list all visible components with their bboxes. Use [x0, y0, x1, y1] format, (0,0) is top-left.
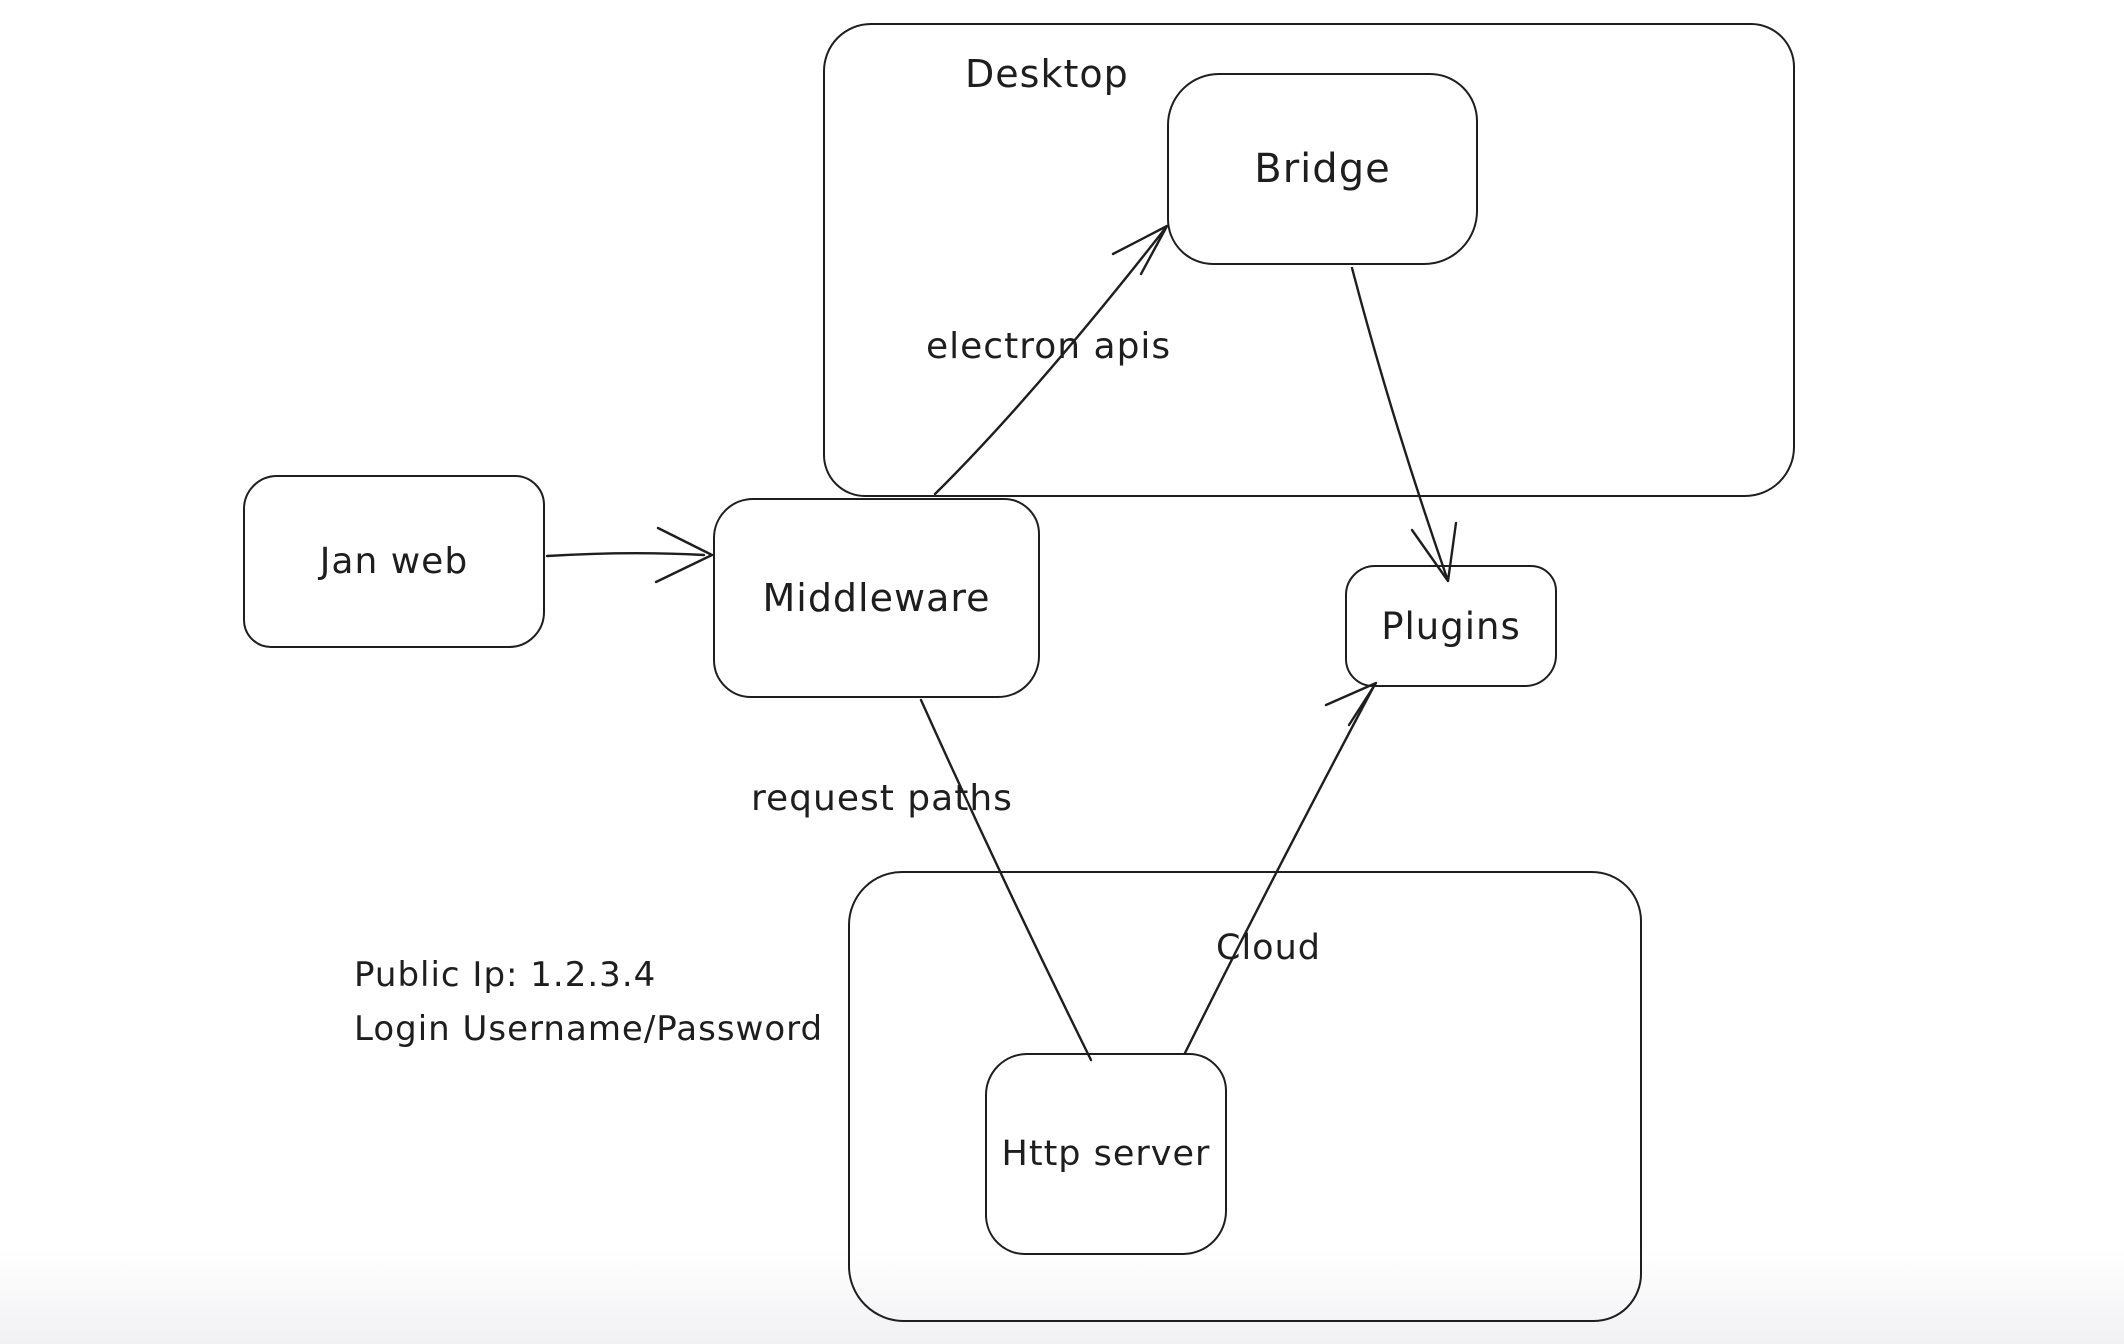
edge-janweb-middleware-line: [545, 552, 706, 558]
credentials-note[interactable]: Public Ip: 1.2.3.4 Login Username/Passwo…: [354, 948, 823, 1056]
public-ip-text: Public Ip: 1.2.3.4: [354, 955, 657, 995]
desktop-container[interactable]: [823, 23, 1795, 497]
node-bridge[interactable]: Bridge: [1167, 73, 1478, 265]
node-plugins-label: Plugins: [1381, 604, 1521, 648]
node-jan-web-label: Jan web: [319, 541, 469, 582]
edge-label-electron-apis[interactable]: electron apis: [926, 326, 1172, 367]
node-http-server-label: Http server: [1001, 1134, 1211, 1174]
desktop-container-label[interactable]: Desktop: [965, 52, 1129, 96]
node-plugins[interactable]: Plugins: [1345, 565, 1557, 687]
node-middleware[interactable]: Middleware: [713, 498, 1040, 698]
edge-janweb-middleware-arrowhead: [654, 526, 714, 584]
edge-httpserver-plugins-arrowhead: [1324, 681, 1378, 727]
node-bridge-label: Bridge: [1254, 146, 1391, 192]
node-jan-web[interactable]: Jan web: [243, 475, 545, 648]
node-middleware-label: Middleware: [762, 576, 991, 620]
edge-label-request-paths[interactable]: request paths: [751, 778, 1013, 819]
login-text: Login Username/Password: [354, 1009, 824, 1049]
edge-janweb-middleware[interactable]: [545, 526, 714, 584]
cloud-container-label[interactable]: Cloud: [1216, 928, 1321, 968]
node-http-server[interactable]: Http server: [985, 1053, 1227, 1255]
